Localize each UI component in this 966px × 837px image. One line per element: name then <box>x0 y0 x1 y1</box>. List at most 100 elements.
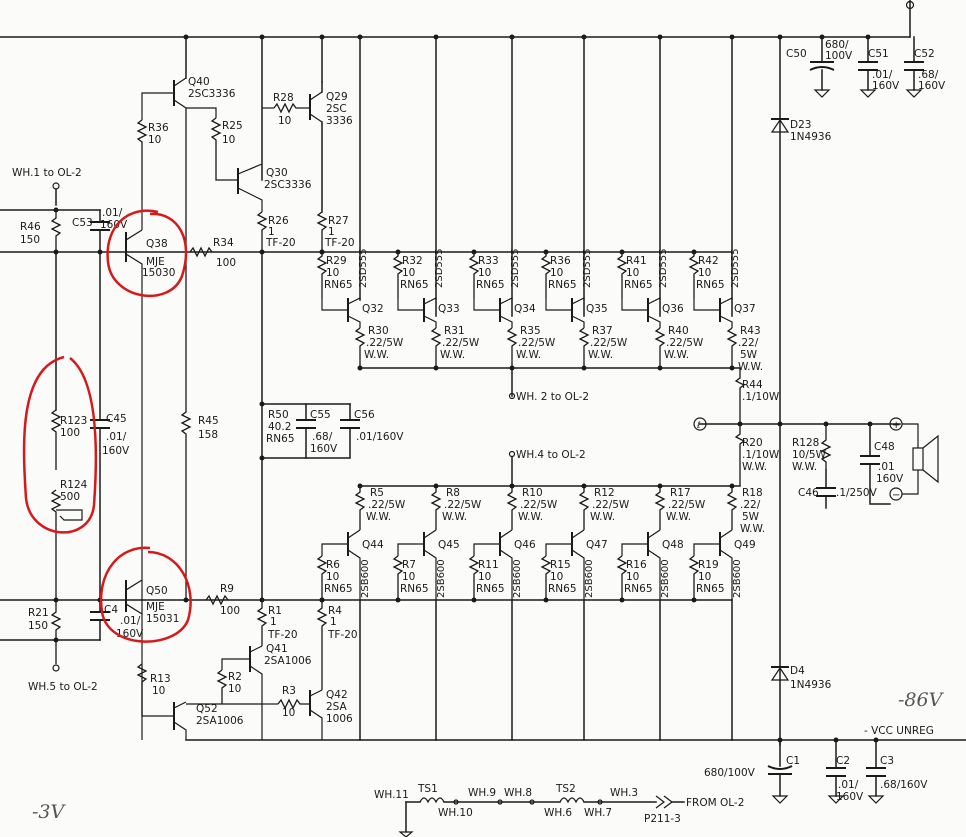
base-resistor-type: RN65 <box>624 583 653 595</box>
output-transistor-part: 2SD555 <box>434 249 445 289</box>
r34-label: R34 <box>213 237 234 249</box>
p211-label: P211-3 <box>644 813 681 825</box>
r27-label: R27 <box>328 215 349 227</box>
emitter-resistor-value: .22/5W <box>368 499 406 511</box>
output-transistor-label: Q47 <box>586 539 608 551</box>
r13-value: 10 <box>152 685 165 697</box>
emitter-resistor-type: W.W. <box>518 511 543 523</box>
q52-label: Q52 <box>196 703 218 715</box>
r26-label: R26 <box>268 215 289 227</box>
r44-value: .1/10W <box>742 391 780 403</box>
d23-label: D23 <box>790 119 811 131</box>
output-transistor-part: 2SD555 <box>730 249 741 289</box>
q42-part-b: 1006 <box>326 713 353 725</box>
emitter-resistor-value: .22/5W <box>518 337 556 349</box>
c3-value: .68/160V <box>880 779 928 791</box>
r20-value: .1/10W <box>742 449 780 461</box>
d23-part: 1N4936 <box>790 131 832 143</box>
c45-rating: 160V <box>102 445 130 457</box>
upper-base-bus <box>321 251 733 256</box>
q40-part: 2SC3336 <box>188 88 236 100</box>
d4-part: 1N4936 <box>790 679 832 691</box>
emitter-resistor-type: W.W. <box>738 361 763 373</box>
bias-rc-network: R50 40.2 RN65 C55 .68/ 160V C56 .01/160V <box>259 251 404 601</box>
emitter-resistor-type: W.W. <box>664 349 689 361</box>
r20-type: W.W. <box>742 461 767 473</box>
emitter-resistor-value: .22/5W <box>520 499 558 511</box>
c4-value: .01/ <box>120 615 141 627</box>
q41-label: Q41 <box>266 643 288 655</box>
r123-label: R123 <box>60 415 87 427</box>
c46-label: C46 <box>798 487 819 499</box>
r128-label: R128 <box>792 437 819 449</box>
emitter-resistor-type: W.W. <box>588 349 613 361</box>
emitter-resistor-rating: 5W <box>740 349 758 361</box>
svg-text:+: + <box>892 420 900 431</box>
r21-value: 150 <box>28 620 48 632</box>
c51-rating: 160V <box>872 80 900 92</box>
note-minus-3v: -3V <box>32 801 67 823</box>
r26-value: 1 <box>268 226 275 238</box>
base-resistor-type: RN65 <box>324 279 353 291</box>
c52-label: C52 <box>914 48 935 60</box>
r21-label: R21 <box>28 607 49 619</box>
upper-emitter-bus: WH. 2 to OL-2 <box>359 367 741 403</box>
r123-value: 100 <box>60 427 80 439</box>
annotation-circle-bias-resistors <box>22 355 98 534</box>
emitter-resistor-value: .22/5W <box>442 337 480 349</box>
output-transistor-label: Q33 <box>438 303 460 315</box>
c48-rating: 160V <box>876 473 904 485</box>
r50-type: RN65 <box>266 433 295 445</box>
c55-value: .68/ <box>312 431 333 443</box>
wh7-label: WH.7 <box>584 807 612 819</box>
c3-label: C3 <box>880 755 894 767</box>
r34-value: 100 <box>216 257 236 269</box>
base-resistor-type: RN65 <box>400 279 429 291</box>
base-resistor-type: RN65 <box>324 583 353 595</box>
q29-part-a: 2SC <box>326 103 347 115</box>
upper-collector-wires <box>357 34 783 746</box>
q38-part-a: MJE <box>146 256 165 268</box>
q50-part-b: 15031 <box>146 613 179 625</box>
base-resistor-type: RN65 <box>696 279 725 291</box>
emitter-resistor-value: .22/5W <box>444 499 482 511</box>
output-transistor-label: Q49 <box>734 539 756 551</box>
emitter-resistor-value: .22/ <box>738 337 759 349</box>
base-resistor-type: RN65 <box>548 583 577 595</box>
emitter-resistor-label: R10 <box>522 487 543 499</box>
output-transistor-label: Q45 <box>438 539 460 551</box>
base-resistor-value: 10 <box>402 571 415 583</box>
wh1-label: WH.1 to OL-2 <box>12 167 82 179</box>
svg-text:−: − <box>892 490 900 501</box>
output-transistor-part: 2SD555 <box>658 249 669 289</box>
c46-value: .1/250V <box>836 487 878 499</box>
output-transistor-part: 2SD555 <box>510 249 521 289</box>
wh4-label: WH.4 to OL-2 <box>516 449 586 461</box>
r4-value: 1 <box>330 616 337 628</box>
base-resistor-value: 10 <box>626 571 639 583</box>
r124-value: 500 <box>60 491 80 503</box>
emitter-resistor-type: W.W. <box>516 349 541 361</box>
c52-rating: 160V <box>918 80 946 92</box>
from-ol2-label: FROM OL-2 <box>686 797 744 809</box>
r27-type: TF-20 <box>324 237 355 249</box>
r1-label: R1 <box>268 605 282 617</box>
output-transistor-part: 2SB600 <box>584 559 595 598</box>
r4-label: R4 <box>328 605 342 617</box>
c48-value: .01 <box>878 461 895 473</box>
r36-label: R36 <box>148 122 169 134</box>
ts2-label: TS2 <box>555 783 576 795</box>
r1-value: 1 <box>270 616 277 628</box>
output-transistor-label: Q46 <box>514 539 536 551</box>
r27-value: 1 <box>328 226 335 238</box>
r3-value: 10 <box>282 707 295 719</box>
left-feedback: R123 100 R124 500 C45 .01/ 160V R45 158 <box>50 108 219 601</box>
c1-value: 680/100V <box>704 767 756 779</box>
wh5-label: WH.5 to OL-2 <box>28 681 98 693</box>
